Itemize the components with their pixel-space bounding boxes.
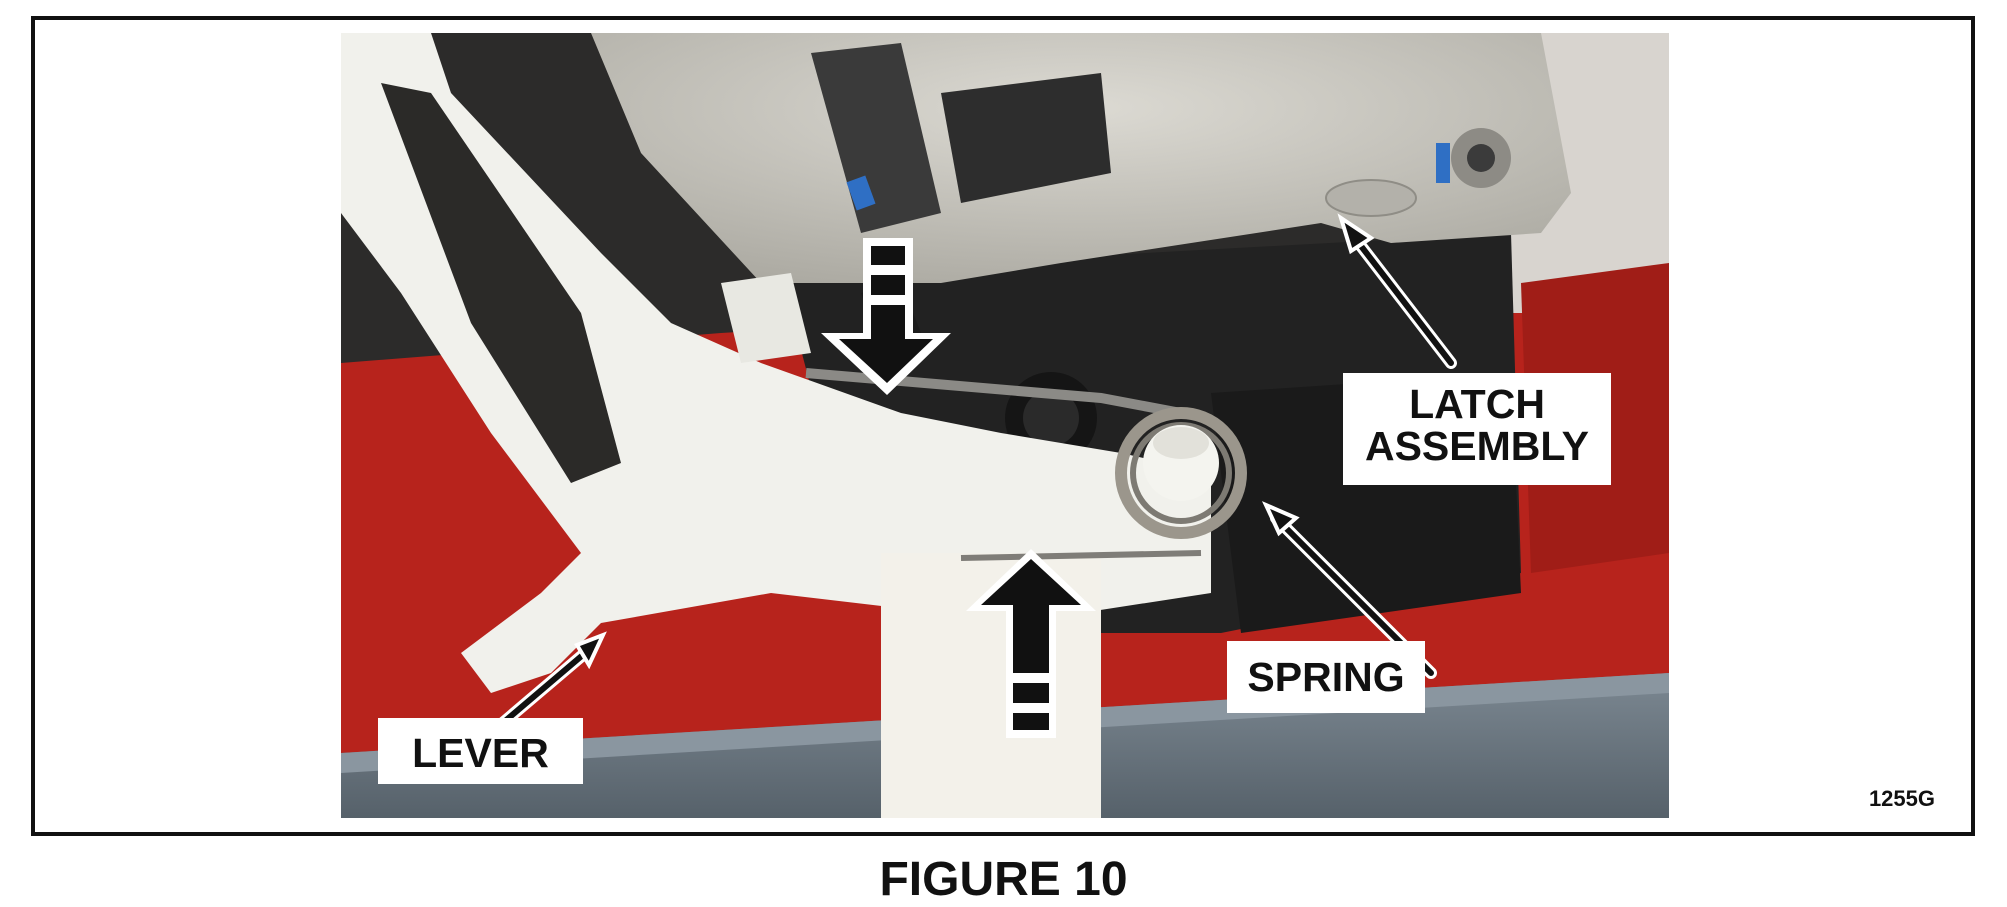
up-arrow-icon [966, 549, 1096, 738]
latch-assembly-label: LATCH ASSEMBLY [1343, 373, 1611, 485]
spring-label: SPRING [1227, 641, 1425, 713]
figure-caption: FIGURE 10 [879, 853, 1128, 906]
down-arrow-icon [821, 238, 951, 395]
latch-photo [341, 33, 1669, 818]
lever-label: LEVER [378, 718, 583, 784]
figure-id: 1255G [1868, 786, 1935, 811]
